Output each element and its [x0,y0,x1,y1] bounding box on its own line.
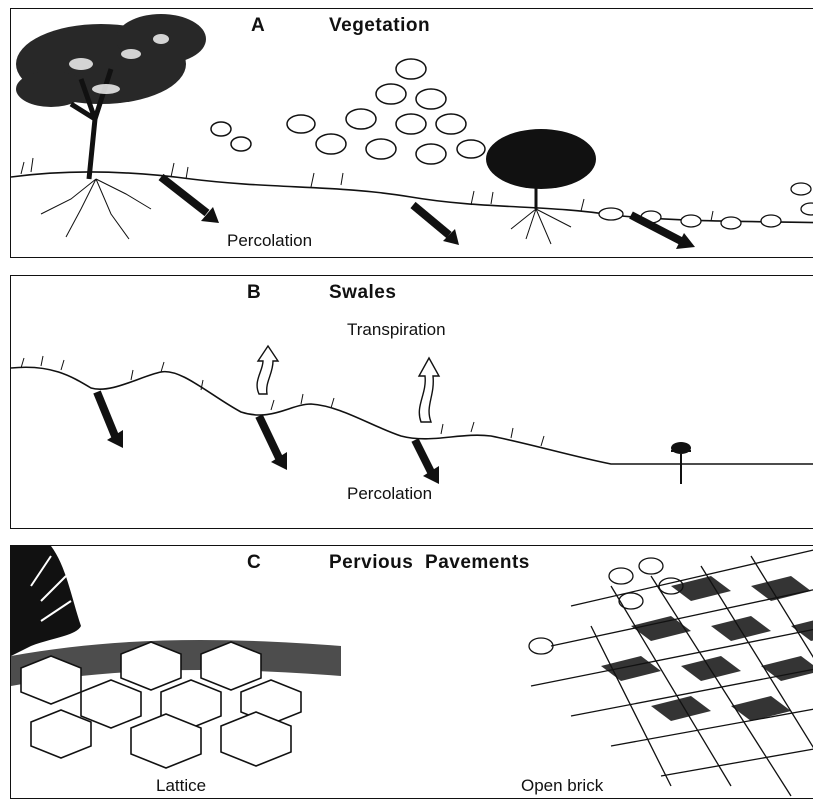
shrub-dark [486,129,596,189]
foliage-left [11,546,81,656]
panel-swales: B Swales Transpiration Percolation [10,275,813,529]
panel-title: Pervious Pavements [329,552,530,574]
panel-letter: B [247,282,261,304]
panel-title: Vegetation [329,15,430,37]
vegetation-illustration [11,9,813,257]
percolation-arrows [97,392,439,484]
percolation-label: Percolation [347,484,432,504]
plant [671,451,691,484]
panel-letter: C [247,552,261,574]
foliage-right [529,558,683,654]
panel-letter: A [251,15,265,37]
swale-ground [11,367,813,464]
panel-pervious-pavements: C Pervious Pavements Lattice Open brick [10,545,813,799]
open-brick-label: Open brick [521,776,603,796]
transpiration-label: Transpiration [347,320,446,340]
panel-title: Swales [329,282,396,304]
plant-leaves [671,442,691,454]
lattice-label: Lattice [156,776,206,796]
groundcover [599,183,813,229]
lattice-pavers [21,642,301,768]
pavements-illustration [11,546,813,798]
percolation-label: Percolation [227,231,312,251]
panel-vegetation: A Vegetation Percolation [10,8,813,258]
shrub [211,59,485,164]
